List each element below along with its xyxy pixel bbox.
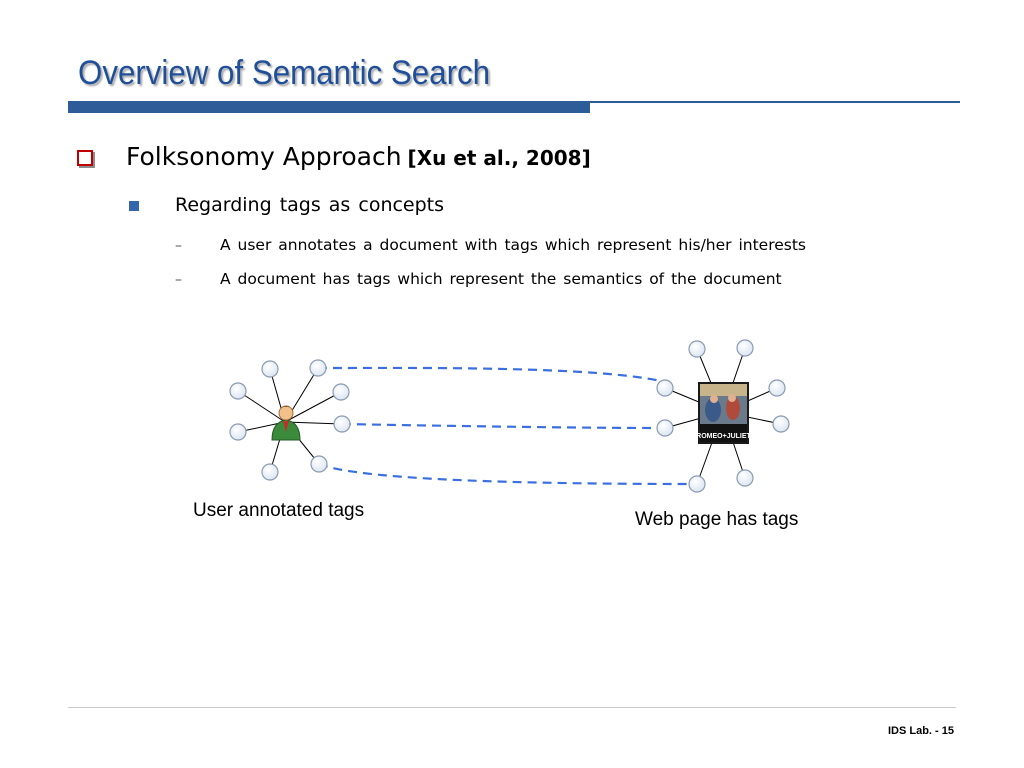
user-spokes xyxy=(237,367,343,473)
dashed-link-top xyxy=(317,366,666,384)
filled-square-bullet-icon xyxy=(129,201,139,211)
tag-node xyxy=(333,415,351,433)
tag-node xyxy=(656,379,674,397)
bullet-level3-item: A document has tags which represent the … xyxy=(220,270,782,288)
tag-node xyxy=(772,415,790,433)
tag-node xyxy=(768,379,786,397)
tag-node xyxy=(229,382,247,400)
tag-node xyxy=(688,475,706,493)
user-tag-nodes xyxy=(229,359,351,481)
user-tags-label: User annotated tags xyxy=(193,500,365,521)
tag-node xyxy=(688,340,706,358)
user-spoke xyxy=(237,390,286,423)
user-spoke xyxy=(284,421,343,425)
hollow-square-bullet-icon xyxy=(77,150,93,166)
bullet-level1: Folksonomy Approach[Xu et al., 2008] xyxy=(126,142,591,171)
tag-node xyxy=(332,383,350,401)
tag-node xyxy=(310,455,328,473)
tag-node xyxy=(736,339,754,357)
poster-caption: ROMEO+JULIET xyxy=(696,433,751,440)
tag-node xyxy=(736,469,754,487)
tag-node xyxy=(261,360,279,378)
romeo-juliet-poster-icon: ROMEO+JULIET xyxy=(696,382,752,444)
tag-node xyxy=(656,419,674,437)
tag-node xyxy=(229,423,247,441)
tag-node xyxy=(261,463,279,481)
user-spoke xyxy=(284,391,342,423)
bullet-level1-citation: [Xu et al., 2008] xyxy=(407,146,591,170)
tag-links xyxy=(317,366,698,486)
tag-node xyxy=(309,359,327,377)
bullet-level1-text: Folksonomy Approach xyxy=(126,142,402,171)
bullet-level3-item: A user annotates a document with tags wh… xyxy=(220,236,806,254)
dashed-link-middle xyxy=(341,422,666,430)
document-tag-nodes xyxy=(656,339,790,493)
title-underline-line xyxy=(590,101,960,103)
footer-divider xyxy=(68,707,956,708)
bullet-level2: Regarding tags as concepts xyxy=(175,194,445,216)
webpage-tags-label: Web page has tags xyxy=(635,509,799,530)
footer-page-number: IDS Lab. - 15 xyxy=(887,725,954,737)
title-underline-bar xyxy=(68,101,590,113)
dash-bullet-icon: – xyxy=(175,272,182,288)
user-person-icon xyxy=(271,405,301,441)
dashed-link-bottom xyxy=(318,462,698,486)
dash-bullet-icon: – xyxy=(175,238,182,254)
slide-title: Overview of Semantic Search xyxy=(78,54,491,92)
